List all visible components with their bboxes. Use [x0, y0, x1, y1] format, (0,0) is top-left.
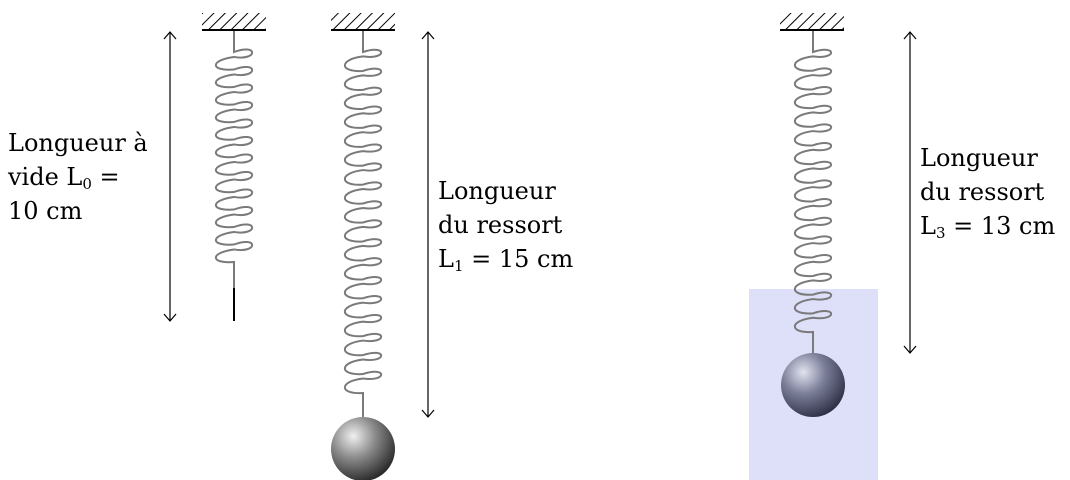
spring-unloaded — [214, 31, 253, 288]
label-l1-line3: L1 = 15 cm — [438, 245, 574, 275]
dimension-arrow-l1 — [421, 31, 435, 418]
label-length-loaded: Longueur du ressort L1 = 15 cm — [438, 174, 573, 276]
label-l3-line3: L3 = 13 cm — [920, 212, 1056, 242]
spring-loaded — [343, 31, 382, 417]
label-l0-line1: Longueur à — [8, 129, 148, 157]
ceiling-support-2 — [331, 13, 395, 31]
label-length-submerged: Longueur du ressort L3 = 13 cm — [920, 141, 1055, 243]
label-l1-line1: Longueur — [438, 177, 556, 205]
spring-submerged — [793, 31, 832, 354]
ceiling-support-3 — [780, 13, 844, 31]
label-length-unloaded: Longueur à vide L0 = 10 cm — [8, 126, 148, 228]
label-l3-line2: du ressort — [920, 178, 1045, 206]
mass-hanging — [331, 417, 395, 480]
ceiling-support-1 — [202, 13, 266, 31]
label-l0-line2: vide L0 = — [8, 163, 120, 193]
dimension-arrow-l3 — [903, 31, 917, 354]
label-l1-line2: du ressort — [438, 211, 563, 239]
label-l3-line1: Longueur — [920, 144, 1038, 172]
mass-submerged — [781, 353, 845, 417]
label-l0-line3: 10 cm — [8, 197, 83, 225]
dimension-arrow-l0 — [163, 31, 177, 322]
